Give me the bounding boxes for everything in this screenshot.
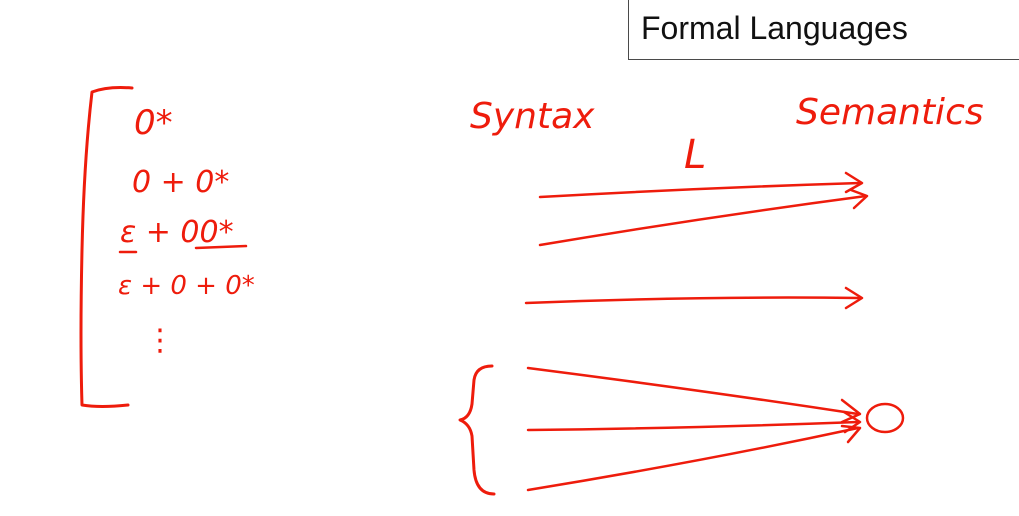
mapping-arrows xyxy=(524,171,869,492)
arrow-3 xyxy=(524,296,862,305)
arrow-6-head xyxy=(840,424,862,444)
arrow-2-head xyxy=(849,188,869,210)
syntax-dots xyxy=(510,196,521,493)
stray-mark xyxy=(711,437,714,440)
left-bracket xyxy=(79,86,134,408)
target-circle xyxy=(865,402,905,434)
arrow-6 xyxy=(526,426,860,492)
arrow-2 xyxy=(538,194,868,247)
arrow-4 xyxy=(526,366,860,416)
expression-2: 0 + 0* xyxy=(132,165,229,200)
expression-3: ε + 00* xyxy=(120,215,234,250)
arrow-5 xyxy=(526,420,860,432)
slide-title: Formal Languages xyxy=(641,10,908,46)
arrow-3-head xyxy=(844,286,864,310)
expression-ellipsis: ⋮ xyxy=(145,323,175,358)
curly-brace xyxy=(458,364,496,496)
arrow-1 xyxy=(538,181,862,199)
expression-1: 0* xyxy=(134,103,173,143)
syntax-label: Syntax xyxy=(470,96,595,137)
expression-4: ε + 0 + 0* xyxy=(118,271,255,301)
semantics-label: Semantics xyxy=(796,92,984,133)
expression-3-underline-00 xyxy=(194,244,248,250)
arrow-4-head xyxy=(840,398,862,424)
semantics-dots xyxy=(878,176,885,471)
slide-title-box: Formal Languages xyxy=(628,0,1019,60)
mapping-label: L xyxy=(684,132,706,178)
